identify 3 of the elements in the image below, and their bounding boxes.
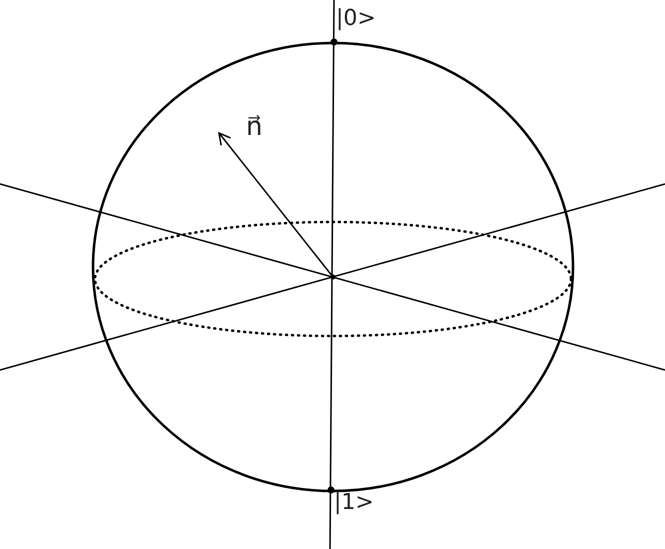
state-label: n⃗: [246, 114, 262, 140]
state-label: |1>: [334, 492, 374, 514]
state-label: |0>: [336, 8, 376, 30]
